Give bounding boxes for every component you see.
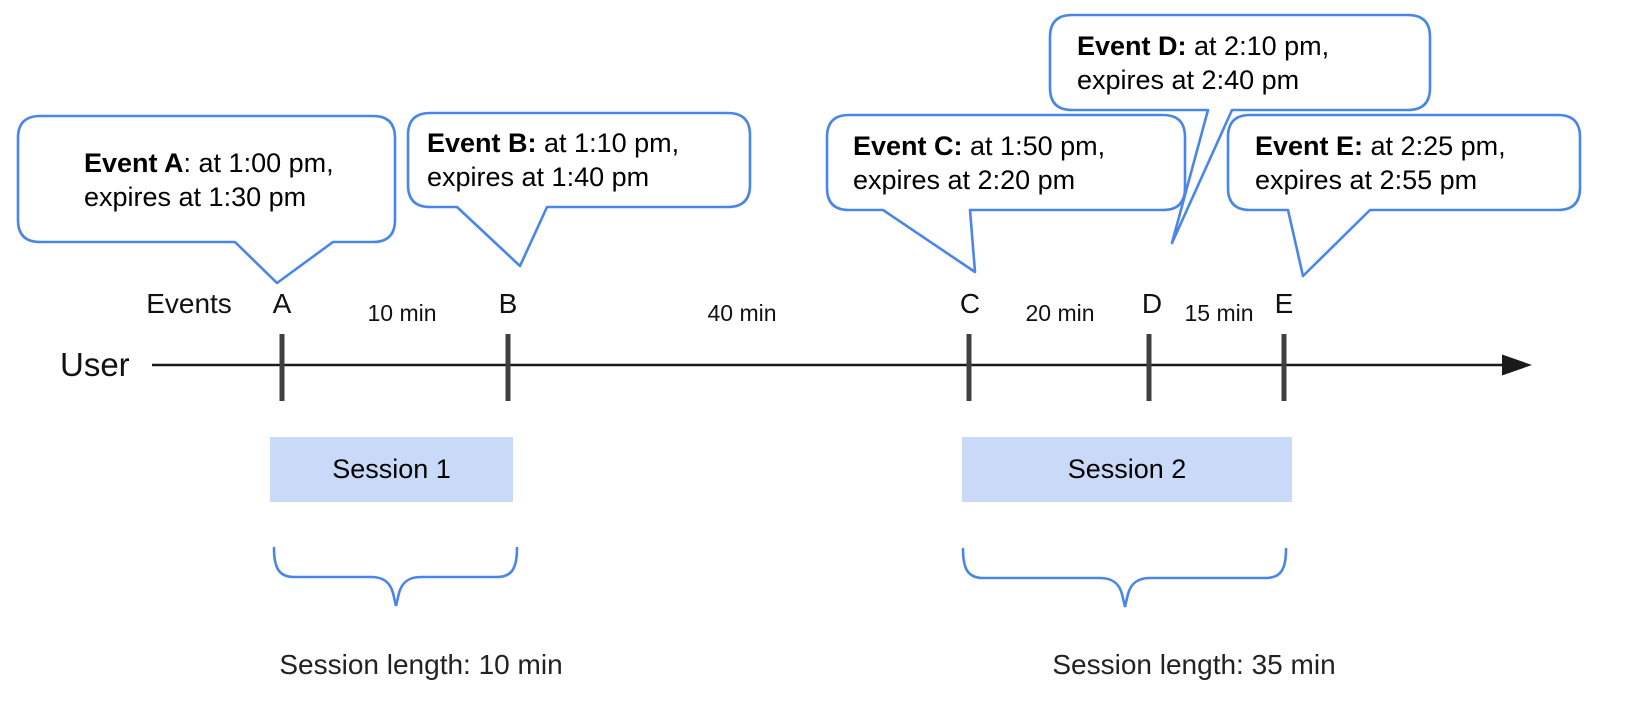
- tick-label-c: C: [959, 288, 981, 319]
- bubble-text-event-e: Event E: at 2:25 pm, expires at 2:55 pm: [1255, 129, 1506, 197]
- brace-session-1: [272, 546, 519, 607]
- bubble-line: expires at 2:20 pm: [853, 165, 1076, 195]
- gap-label-b-c: 40 min: [707, 300, 777, 326]
- bubble-line: Event B: at 1:10 pm,: [427, 128, 680, 158]
- bubble-line: Event D: at 2:10 pm,: [1077, 31, 1330, 61]
- tick-label-b: B: [498, 288, 518, 319]
- gap-label-a-b: 10 min: [367, 300, 437, 326]
- speech-bubble-event-c: [825, 113, 1187, 274]
- bubble-text-event-d: Event D: at 2:10 pm, expires at 2:40 pm: [1077, 29, 1329, 97]
- speech-bubble-event-a: [16, 114, 397, 285]
- speech-bubble-event-e: [1226, 113, 1582, 278]
- tick-label-a: A: [272, 288, 292, 319]
- session-1-label: Session 1: [332, 454, 451, 484]
- tick-event-a: [279, 334, 285, 401]
- tick-event-c: [966, 334, 972, 401]
- bubble-line: Event A: at 1:00 pm,: [84, 148, 334, 178]
- speech-bubble-event-d: [1048, 13, 1432, 245]
- gap-label-d-e: 15 min: [1184, 300, 1254, 326]
- brace-session-2: [961, 547, 1288, 608]
- session-2-label: Session 2: [1067, 454, 1187, 484]
- gap-label-c-d: 20 min: [1025, 300, 1095, 326]
- bubble-line: Event E: at 2:25 pm,: [1255, 131, 1506, 161]
- speech-bubble-event-b: [406, 111, 752, 268]
- tick-event-d: [1146, 334, 1152, 401]
- bubble-line: expires at 1:40 pm: [427, 162, 650, 192]
- bubble-line: expires at 2:55 pm: [1255, 165, 1478, 195]
- user-label: User: [60, 346, 130, 383]
- tick-label-d: D: [1141, 288, 1163, 319]
- bubble-line: Event C: at 1:50 pm,: [853, 131, 1106, 161]
- bubble-line: expires at 1:30 pm: [84, 182, 307, 212]
- session-2-box: Session 2: [962, 437, 1292, 502]
- bubble-text-event-c: Event C: at 1:50 pm, expires at 2:20 pm: [853, 129, 1105, 197]
- session-1-box: Session 1: [270, 437, 513, 502]
- tick-label-e: E: [1274, 288, 1294, 319]
- tick-event-b: [505, 334, 511, 401]
- bubble-text-event-b: Event B: at 1:10 pm, expires at 1:40 pm: [427, 126, 679, 194]
- events-label: Events: [146, 288, 232, 319]
- session-2-length-caption: Session length: 35 min: [1052, 649, 1336, 680]
- bubble-text-event-a: Event A: at 1:00 pm, expires at 1:30 pm: [84, 146, 334, 214]
- timeline-arrowhead-icon: [1502, 354, 1532, 376]
- session-1-length-caption: Session length: 10 min: [279, 649, 563, 680]
- tick-event-e: [1281, 334, 1287, 401]
- bubble-line: expires at 2:40 pm: [1077, 65, 1300, 95]
